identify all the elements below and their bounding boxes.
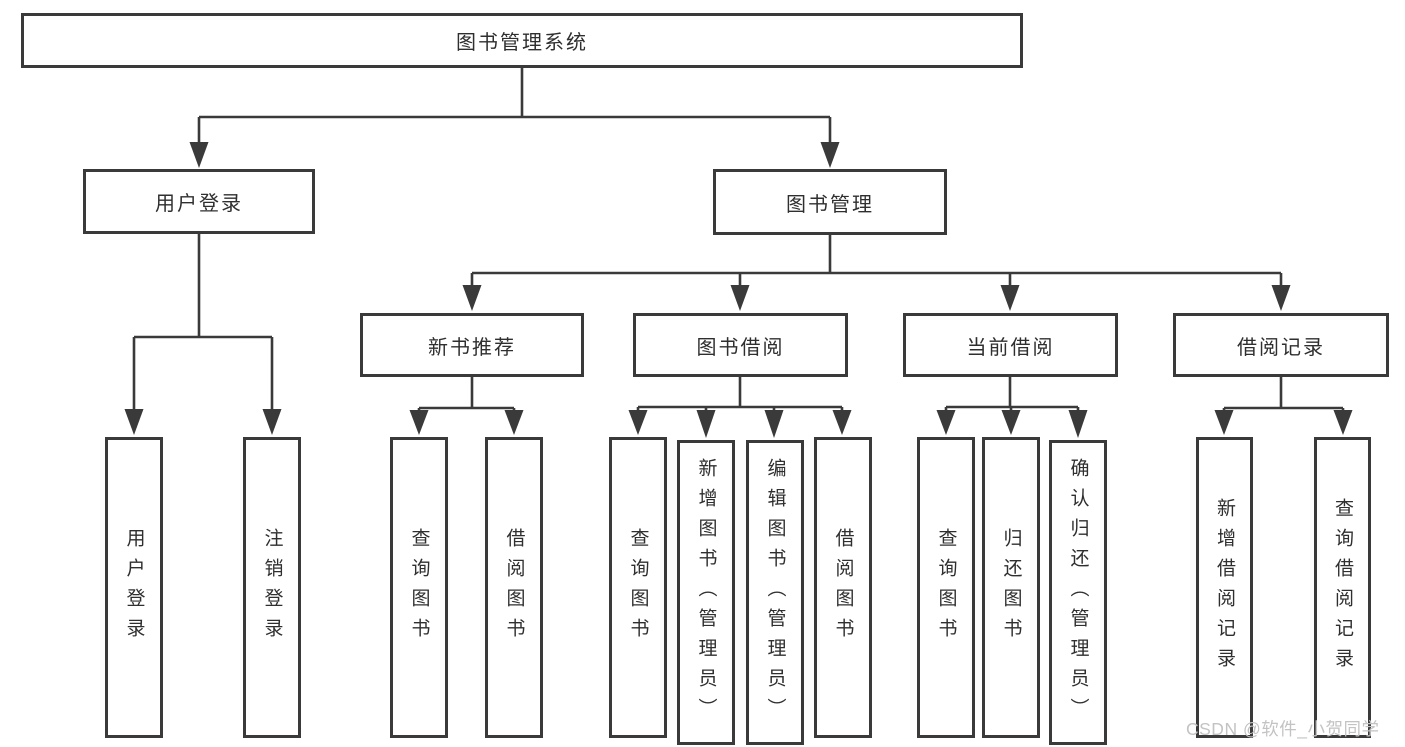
node-root: 图书管理系统 — [21, 13, 1023, 68]
connector-root-to-level2 — [189, 68, 840, 168]
node-label: 用户登录 — [123, 527, 145, 648]
node-label: 借阅图书 — [503, 527, 525, 648]
connector-borrow-records-children — [1214, 377, 1353, 435]
node-leaf-add-borrow-record: 新增借阅记录 — [1196, 437, 1253, 738]
node-label: 图书管理系统 — [456, 32, 588, 54]
node-leaf-query-books-2: 查询图书 — [609, 437, 667, 738]
node-leaf-user-login: 用户登录 — [105, 437, 163, 738]
node-label: 新增图书（管理员） — [695, 457, 717, 728]
csdn-watermark: CSDN @软件_小贺同学 — [1186, 719, 1380, 739]
node-leaf-add-books-admin: 新增图书（管理员） — [677, 440, 735, 745]
node-book-mgmt: 图书管理 — [713, 169, 947, 235]
node-label: 查询图书 — [408, 527, 430, 648]
node-label: 借阅记录 — [1237, 336, 1325, 359]
node-label: 归还图书 — [1000, 527, 1022, 648]
node-label: 图书管理 — [786, 193, 874, 216]
node-label: 查询图书 — [935, 527, 957, 648]
node-current-borrow: 当前借阅 — [903, 313, 1118, 377]
connector-book-mgmt-to-level3 — [462, 234, 1291, 311]
node-leaf-edit-books-admin: 编辑图书（管理员） — [746, 440, 804, 745]
connector-book-borrow-children — [628, 377, 852, 438]
node-label: 用户登录 — [155, 193, 243, 215]
connector-new-book-rec-children — [409, 377, 524, 435]
node-label: 新增借阅记录 — [1214, 497, 1235, 678]
node-borrow-records: 借阅记录 — [1173, 313, 1389, 377]
node-leaf-logout: 注销登录 — [243, 437, 301, 738]
connector-user-login-children — [124, 233, 282, 435]
node-leaf-borrow-books-2: 借阅图书 — [814, 437, 872, 738]
node-leaf-return-books: 归还图书 — [982, 437, 1040, 738]
node-new-book-recommend: 新书推荐 — [360, 313, 584, 377]
node-book-borrow: 图书借阅 — [633, 313, 848, 377]
node-user-login: 用户登录 — [83, 169, 315, 234]
node-leaf-borrow-books-1: 借阅图书 — [485, 437, 543, 738]
node-leaf-query-books-3: 查询图书 — [917, 437, 975, 738]
node-label: 确认归还（管理员） — [1067, 457, 1089, 728]
node-label: 图书借阅 — [696, 336, 785, 359]
node-leaf-query-borrow-record: 查询借阅记录 — [1314, 437, 1371, 738]
node-label: 查询图书 — [627, 527, 649, 648]
node-label: 注销登录 — [261, 527, 283, 648]
connector-current-borrow-children — [936, 377, 1088, 438]
node-label: 当前借阅 — [966, 336, 1055, 359]
node-label: 借阅图书 — [832, 527, 854, 648]
node-leaf-confirm-return-admin: 确认归还（管理员） — [1049, 440, 1107, 745]
node-label: 编辑图书（管理员） — [764, 457, 786, 728]
node-label: 查询借阅记录 — [1332, 497, 1353, 678]
node-label: 新书推荐 — [428, 336, 516, 359]
node-leaf-query-books-1: 查询图书 — [390, 437, 448, 738]
